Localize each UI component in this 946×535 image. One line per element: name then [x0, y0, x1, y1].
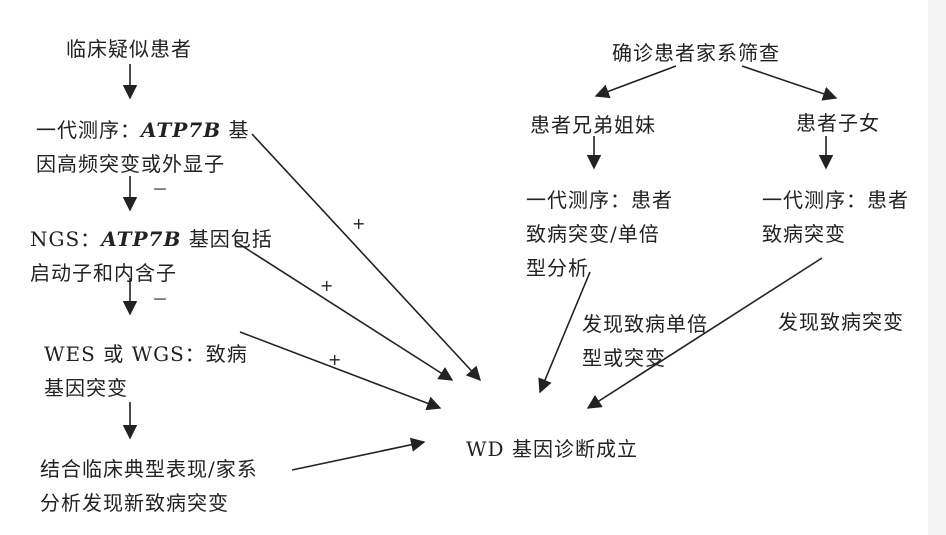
node-diagnosis: WD 基因诊断成立: [466, 432, 638, 466]
diagnosis-text: WD 基因诊断成立: [466, 437, 638, 461]
child-sanger-line-1: 一代测序：患者: [762, 188, 909, 212]
ngs-line-2: 启动子和内含子: [30, 261, 177, 285]
node-ngs: NGS：ATP7B 基因包括 启动子和内含子: [30, 222, 273, 290]
minus-sign-2: －: [152, 290, 169, 309]
page-edge-strip: [928, 0, 946, 535]
arrow-sanger-to-diagnosis: [251, 133, 481, 382]
plus-sign-3: +: [328, 350, 342, 369]
node-children: 患者子女: [796, 106, 880, 140]
node-suspected-patient: 临床疑似患者: [66, 32, 192, 66]
plus-sign-2: +: [320, 276, 334, 295]
clinical-line-1: 结合临床典型表现/家系: [40, 457, 258, 481]
sanger-line-1: 一代测序：ATP7B 基: [36, 113, 250, 147]
finding-haplo-line-2: 型或突变: [582, 346, 666, 370]
arrow-sib-sanger-to-diagnosis: [538, 271, 591, 394]
family-screening-text: 确诊患者家系筛查: [612, 41, 780, 65]
arrow-child-sanger-to-diagnosis: [586, 257, 823, 409]
arrow-wes-to-diagnosis: [239, 331, 442, 411]
node-finding-haplotype: 发现致病单倍 型或突变: [582, 307, 708, 375]
sanger-gene: ATP7B: [141, 118, 222, 142]
node-family-screening: 确诊患者家系筛查: [612, 36, 780, 70]
arrow-clinical-to-diagnosis: [291, 437, 426, 471]
sanger-suffix: 基: [221, 118, 250, 142]
sanger-line-2: 因高频突变或外显子: [36, 152, 225, 176]
siblings-text: 患者兄弟姐妹: [530, 113, 656, 137]
finding-haplo-line-1: 发现致病单倍: [582, 312, 708, 336]
node-child-sanger: 一代测序：患者 致病突变: [762, 183, 909, 251]
arrow-ngs-to-diagnosis: [235, 241, 454, 381]
sanger-prefix: 一代测序：: [36, 118, 141, 142]
wes-line-1: WES 或 WGS：致病: [44, 342, 248, 366]
wes-line-2: 基因突变: [44, 376, 128, 400]
suspected-patient-text: 临床疑似患者: [66, 37, 192, 61]
ngs-line-1: NGS：ATP7B 基因包括: [30, 222, 273, 256]
node-clinical-analysis: 结合临床典型表现/家系 分析发现新致病突变: [40, 452, 258, 520]
arrow-screen-to-siblings: [594, 65, 677, 99]
node-finding-mutation: 发现致病突变: [778, 305, 904, 339]
child-sanger-line-2: 致病突变: [762, 222, 846, 246]
node-siblings: 患者兄弟姐妹: [530, 108, 656, 142]
plus-sign-1: +: [352, 214, 366, 233]
node-wes-wgs: WES 或 WGS：致病 基因突变: [44, 337, 248, 405]
arrow-screen-to-children: [741, 65, 838, 101]
sib-sanger-line-1: 一代测序：患者: [526, 188, 673, 212]
clinical-line-2: 分析发现新致病突变: [40, 491, 229, 515]
ngs-suffix: 基因包括: [181, 227, 273, 251]
ngs-prefix: NGS：: [30, 227, 102, 251]
sib-sanger-line-2: 致病突变/单倍: [526, 222, 660, 246]
node-sanger-sequencing: 一代测序：ATP7B 基 因高频突变或外显子: [36, 113, 250, 181]
sib-sanger-line-3: 型分析: [526, 256, 589, 280]
minus-sign-1: －: [152, 180, 169, 199]
finding-mutation-text: 发现致病突变: [778, 310, 904, 334]
ngs-gene: ATP7B: [101, 227, 182, 251]
children-text: 患者子女: [796, 111, 880, 135]
node-sibling-sanger: 一代测序：患者 致病突变/单倍 型分析: [526, 183, 673, 285]
